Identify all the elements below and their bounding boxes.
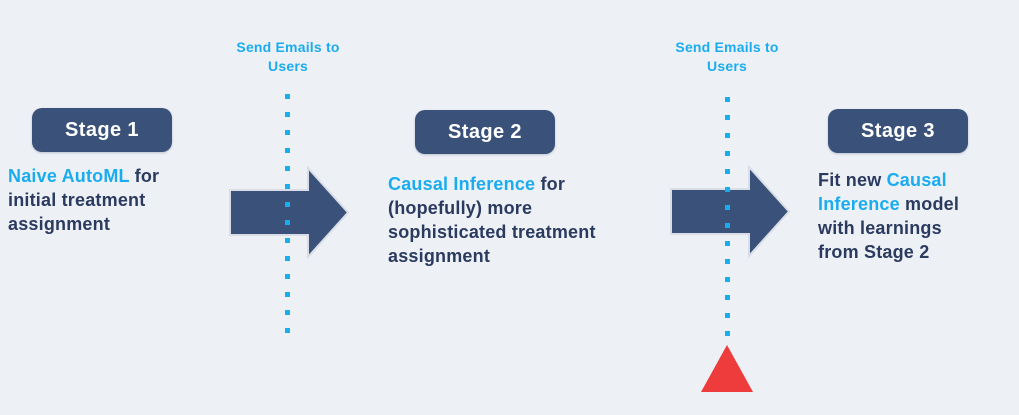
stage-2-badge: Stage 2: [415, 110, 555, 154]
arrow-right-icon-2: [670, 165, 791, 258]
dotted-line-1: [285, 94, 290, 333]
dotted-line-2: [725, 97, 730, 336]
red-triangle-marker: [701, 345, 753, 392]
stage-1-badge: Stage 1: [32, 108, 172, 152]
arrow-right-icon-1: [229, 166, 350, 259]
stage-3-badge: Stage 3: [828, 109, 968, 153]
